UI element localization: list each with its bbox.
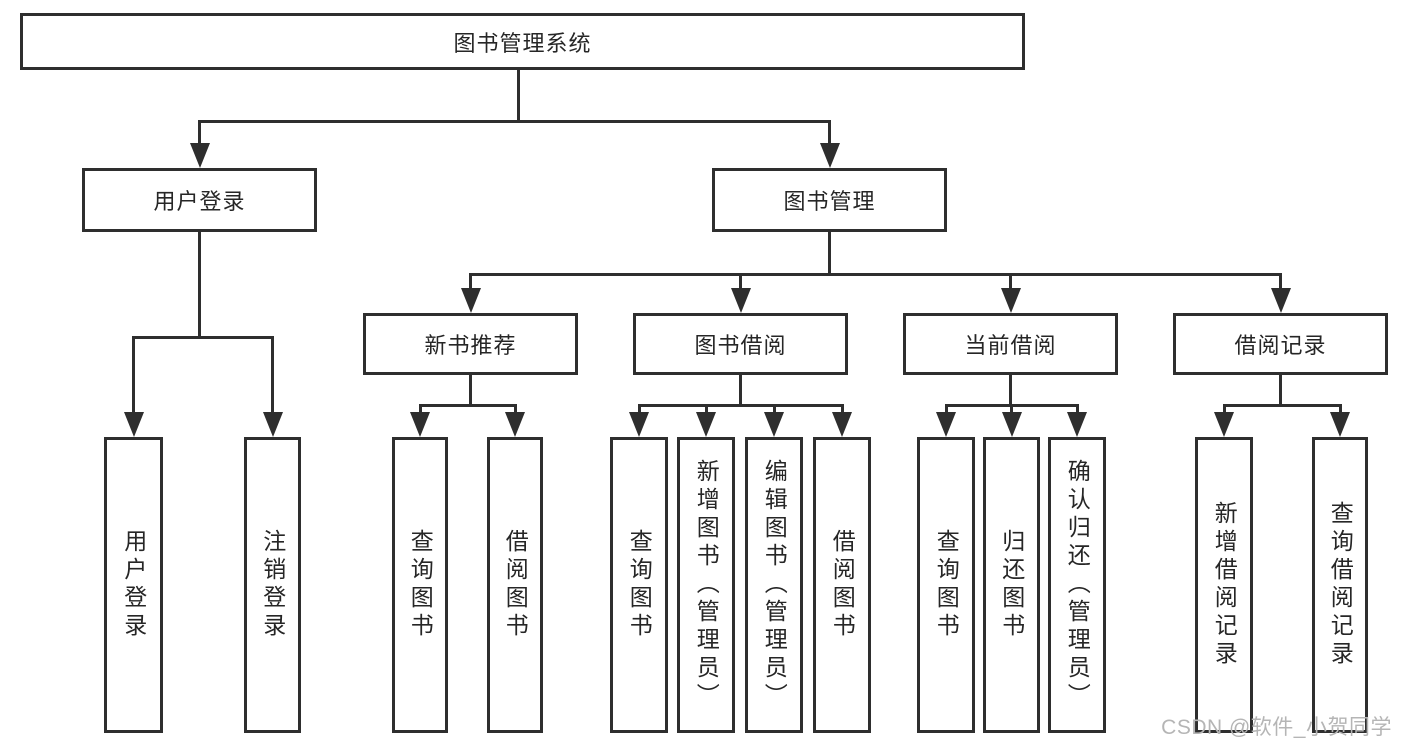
arrow-to-leaf-confirm-return [1067, 404, 1087, 437]
leaf-edit-book-admin: 编辑图书（管理员） [745, 437, 803, 733]
arrow-to-leaf-return-book [1001, 404, 1022, 437]
leaf-label: 借阅图书 [502, 529, 529, 641]
arrow-to-leaf-query-books-2 [629, 404, 649, 437]
connector-current-stem [1009, 375, 1012, 407]
leaf-label: 编辑图书（管理员） [761, 459, 788, 711]
arrow-to-leaf-borrow-books-1 [505, 404, 525, 437]
node-book-management: 图书管理 [712, 168, 947, 232]
leaf-label: 归还图书 [998, 529, 1025, 641]
leaf-borrow-books-2: 借阅图书 [813, 437, 871, 733]
connector-book-mgmt-rail [469, 273, 1282, 276]
leaf-confirm-return-admin: 确认归还（管理员） [1048, 437, 1106, 733]
node-book-borrow: 图书借阅 [633, 313, 848, 375]
connector-user-login-rail [132, 336, 274, 339]
node-label: 新书推荐 [424, 333, 517, 358]
leaf-add-book-admin: 新增图书（管理员） [677, 437, 735, 733]
arrow-to-leaf-add-book [696, 404, 716, 437]
connector-records-rail [1222, 404, 1342, 407]
node-library-management-system: 图书管理系统 [20, 13, 1025, 70]
node-current-borrow: 当前借阅 [903, 313, 1118, 375]
arrow-to-leaf-borrow-books-2 [832, 404, 852, 437]
node-borrow-records: 借阅记录 [1173, 313, 1388, 375]
arrow-to-leaf-logout [262, 336, 283, 437]
connector-root-stem [517, 70, 520, 123]
node-user-login: 用户登录 [82, 168, 317, 232]
leaf-label: 借阅图书 [829, 529, 856, 641]
arrow-to-leaf-query-record [1330, 404, 1350, 437]
node-label: 图书借阅 [694, 333, 787, 358]
arrow-to-book-management [819, 120, 840, 168]
arrow-to-leaf-add-record [1214, 404, 1234, 437]
leaf-add-borrow-record: 新增借阅记录 [1195, 437, 1253, 733]
leaf-label: 查询借阅记录 [1327, 501, 1354, 669]
arrow-to-book-borrow [730, 273, 751, 313]
arrow-to-current-borrow [1000, 273, 1021, 313]
arrow-to-leaf-query-books-3 [936, 404, 956, 437]
arrow-to-new-book-recommend [460, 273, 481, 313]
arrow-to-leaf-user-login [123, 336, 144, 437]
connector-records-stem [1279, 375, 1282, 407]
leaf-query-books-1: 查询图书 [392, 437, 448, 733]
connector-book-mgmt-stem [828, 232, 831, 276]
arrow-to-leaf-query-books-1 [410, 404, 430, 437]
node-label: 当前借阅 [964, 333, 1057, 358]
connector-recommend-stem [469, 375, 472, 407]
leaf-query-books-2: 查询图书 [610, 437, 668, 733]
node-new-book-recommend: 新书推荐 [363, 313, 578, 375]
node-label: 图书管理系统 [453, 30, 592, 56]
leaf-user-login: 用户登录 [104, 437, 163, 733]
arrow-to-borrow-records [1270, 273, 1291, 313]
connector-user-login-stem [198, 232, 201, 339]
connector-recommend-rail [418, 404, 517, 407]
leaf-label: 查询图书 [626, 529, 653, 641]
leaf-return-book: 归还图书 [983, 437, 1040, 733]
arrow-to-leaf-edit-book [764, 404, 784, 437]
connector-borrow-stem [739, 375, 742, 407]
leaf-label: 新增借阅记录 [1211, 501, 1238, 669]
leaf-borrow-books-1: 借阅图书 [487, 437, 543, 733]
leaf-label: 用户登录 [120, 529, 147, 641]
node-label: 借阅记录 [1234, 333, 1327, 358]
leaf-query-books-3: 查询图书 [917, 437, 975, 733]
leaf-label: 确认归还（管理员） [1064, 459, 1091, 711]
node-label: 用户登录 [153, 189, 246, 214]
leaf-label: 注销登录 [259, 529, 286, 641]
leaf-query-borrow-record: 查询借阅记录 [1312, 437, 1368, 733]
leaf-label: 新增图书（管理员） [693, 459, 720, 711]
connector-borrow-rail [637, 404, 844, 407]
leaf-logout: 注销登录 [244, 437, 301, 733]
leaf-label: 查询图书 [933, 529, 960, 641]
csdn-watermark: CSDN @软件_小贺同学 [1161, 716, 1392, 739]
leaf-label: 查询图书 [407, 529, 434, 641]
node-label: 图书管理 [783, 189, 876, 214]
connector-root-rail [198, 120, 831, 123]
arrow-to-user-login [189, 120, 210, 168]
